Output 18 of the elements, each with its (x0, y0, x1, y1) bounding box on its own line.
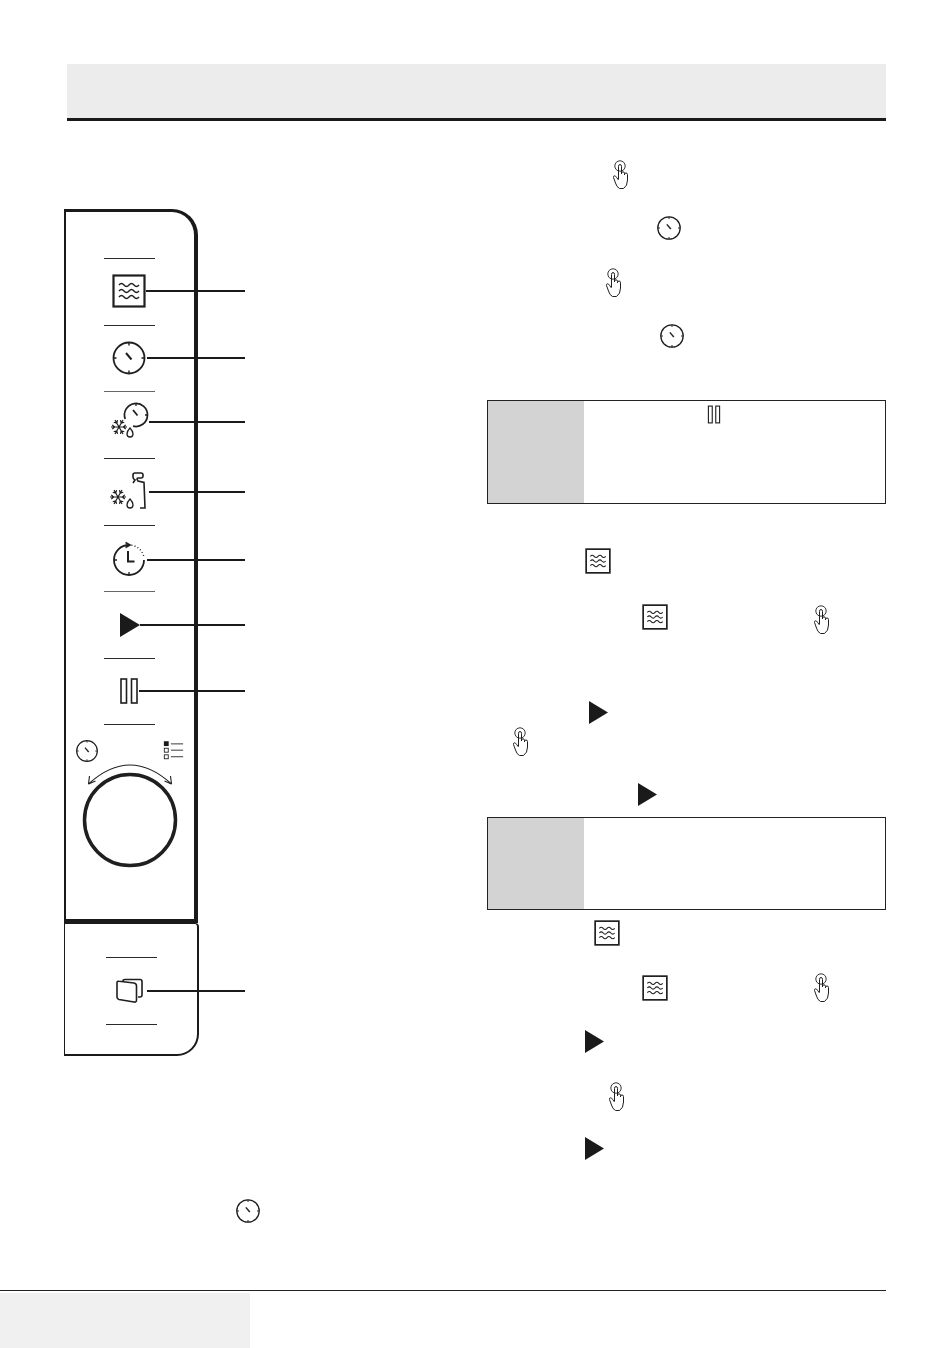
leader-line (139, 624, 246, 626)
leader-line (146, 559, 246, 561)
play-icon (120, 613, 140, 637)
leader-line (148, 421, 246, 423)
clock-icon (111, 340, 147, 376)
leader-line (145, 290, 246, 292)
microwave-icon (112, 274, 146, 308)
pause-icon (119, 678, 139, 704)
leader-line (148, 491, 246, 493)
timer-icon (111, 542, 147, 578)
leader-line (138, 690, 246, 692)
control-panel (64, 923, 199, 1056)
control-knob (82, 772, 178, 868)
note-box (487, 400, 886, 504)
note-box (487, 817, 886, 910)
leader-line (146, 357, 246, 359)
leader-line (146, 990, 246, 992)
control-panel (64, 209, 198, 923)
